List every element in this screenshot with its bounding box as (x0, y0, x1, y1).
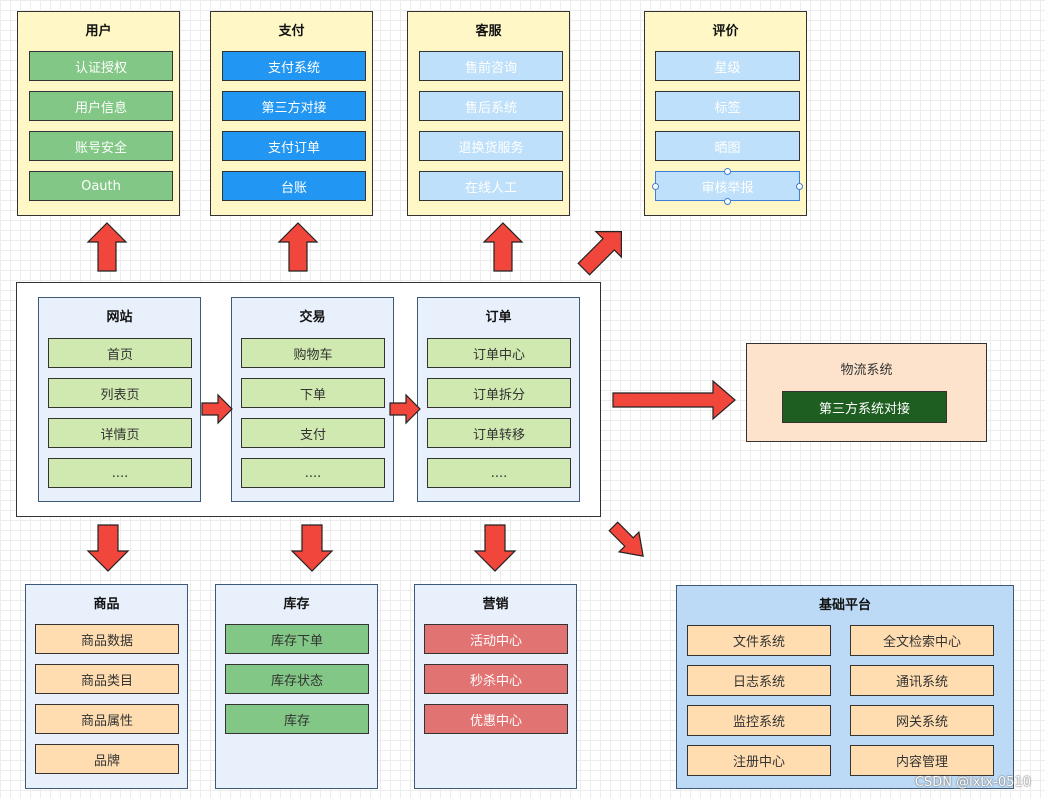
group-user: 用户 认证授权 用户信息 账号安全 Oauth (17, 11, 180, 216)
base-item-monitoring: 监控系统 (687, 705, 831, 736)
pay-item-third-party: 第三方对接 (222, 91, 366, 121)
group-user-title: 用户 (85, 24, 112, 39)
stock-item-stock: 库存 (225, 704, 369, 734)
arrow-down-goods (86, 524, 130, 572)
user-item-oauth: Oauth (29, 171, 173, 201)
group-pay-title: 支付 (278, 24, 305, 39)
group-review: 评价 星级 标签 晒图 审核举报 (644, 11, 807, 216)
selection-handle-right[interactable] (796, 183, 803, 190)
marketing-item-coupon: 优惠中心 (424, 704, 568, 734)
group-base-platform: 基础平台 文件系统 全文检索中心 日志系统 通讯系统 监控系统 网关系统 注册中… (676, 585, 1014, 789)
website-item-home: 首页 (48, 338, 192, 368)
service-item-aftersale: 售后系统 (419, 91, 563, 121)
user-item-info: 用户信息 (29, 91, 173, 121)
group-service-title: 客服 (475, 24, 502, 39)
goods-item-attribute: 商品属性 (35, 704, 179, 734)
review-item-stars: 星级 (655, 51, 800, 81)
order-item-center: 订单中心 (427, 338, 571, 368)
group-service: 客服 售前咨询 售后系统 退换货服务 在线人工 (407, 11, 570, 216)
group-goods-title: 商品 (93, 597, 120, 612)
base-item-file-system: 文件系统 (687, 625, 831, 656)
group-pay: 支付 支付系统 第三方对接 支付订单 台账 (210, 11, 373, 216)
trade-item-cart: 购物车 (241, 338, 385, 368)
stock-item-status: 库存状态 (225, 664, 369, 694)
base-item-log-system: 日志系统 (687, 665, 831, 696)
selection-handle-left[interactable] (652, 183, 659, 190)
trade-item-place-order: 下单 (241, 378, 385, 408)
order-item-transfer: 订单转移 (427, 418, 571, 448)
group-stock: 库存 库存下单 库存状态 库存 (215, 584, 378, 789)
group-website: 网站 首页 列表页 详情页 .... (38, 297, 201, 502)
arrow-up-pay (277, 222, 319, 272)
logistics-item-third-party: 第三方系统对接 (782, 391, 947, 423)
selection-handle-bottom[interactable] (724, 198, 731, 205)
group-website-title: 网站 (106, 310, 133, 325)
base-item-search-center: 全文检索中心 (850, 625, 994, 656)
group-goods: 商品 商品数据 商品类目 商品属性 品牌 (25, 584, 188, 789)
arrow-up-service (482, 222, 524, 272)
order-item-more: .... (427, 458, 571, 488)
pay-item-ledger: 台账 (222, 171, 366, 201)
review-item-photos: 晒图 (655, 131, 800, 161)
marketing-item-activity: 活动中心 (424, 624, 568, 654)
group-stock-title: 库存 (283, 597, 310, 612)
service-item-return: 退换货服务 (419, 131, 563, 161)
arrow-down-marketing (473, 524, 517, 572)
review-item-tags: 标签 (655, 91, 800, 121)
arrow-website-to-trade (201, 393, 233, 425)
marketing-item-flash-sale: 秒杀中心 (424, 664, 568, 694)
group-logistics: 物流系统 第三方系统对接 (746, 343, 987, 442)
arrow-up-user (86, 222, 128, 272)
group-trade: 交易 购物车 下单 支付 .... (231, 297, 394, 502)
review-item-audit[interactable]: 审核举报 (655, 171, 800, 201)
base-item-registry: 注册中心 (687, 745, 831, 776)
service-item-online: 在线人工 (419, 171, 563, 201)
group-review-title: 评价 (712, 24, 739, 39)
arrow-down-stock (290, 524, 334, 572)
trade-item-more: .... (241, 458, 385, 488)
user-item-auth: 认证授权 (29, 51, 173, 81)
group-order-title: 订单 (485, 310, 512, 325)
arrow-up-right-review (577, 231, 622, 276)
group-trade-title: 交易 (299, 310, 326, 325)
logistics-title: 物流系统 (840, 363, 893, 378)
user-item-security: 账号安全 (29, 131, 173, 161)
website-item-detail: 详情页 (48, 418, 192, 448)
group-base-title: 基础平台 (818, 598, 871, 613)
base-item-cms: 内容管理 (850, 745, 994, 776)
goods-item-brand: 品牌 (35, 744, 179, 774)
watermark: CSDN @lxtx-0510 (914, 775, 1031, 790)
pay-item-system: 支付系统 (222, 51, 366, 81)
arrow-down-right-base (608, 521, 644, 557)
pay-item-order: 支付订单 (222, 131, 366, 161)
base-item-gateway: 网关系统 (850, 705, 994, 736)
group-marketing: 营销 活动中心 秒杀中心 优惠中心 (414, 584, 577, 789)
website-item-list: 列表页 (48, 378, 192, 408)
group-marketing-title: 营销 (482, 597, 509, 612)
base-item-messaging: 通讯系统 (850, 665, 994, 696)
selection-handle-top[interactable] (724, 168, 731, 175)
website-item-more: .... (48, 458, 192, 488)
group-order: 订单 订单中心 订单拆分 订单转移 .... (417, 297, 580, 502)
order-item-split: 订单拆分 (427, 378, 571, 408)
goods-item-category: 商品类目 (35, 664, 179, 694)
arrow-to-logistics (612, 379, 736, 421)
trade-item-pay: 支付 (241, 418, 385, 448)
service-item-presale: 售前咨询 (419, 51, 563, 81)
stock-item-order: 库存下单 (225, 624, 369, 654)
goods-item-data: 商品数据 (35, 624, 179, 654)
arrow-trade-to-order (389, 393, 421, 425)
